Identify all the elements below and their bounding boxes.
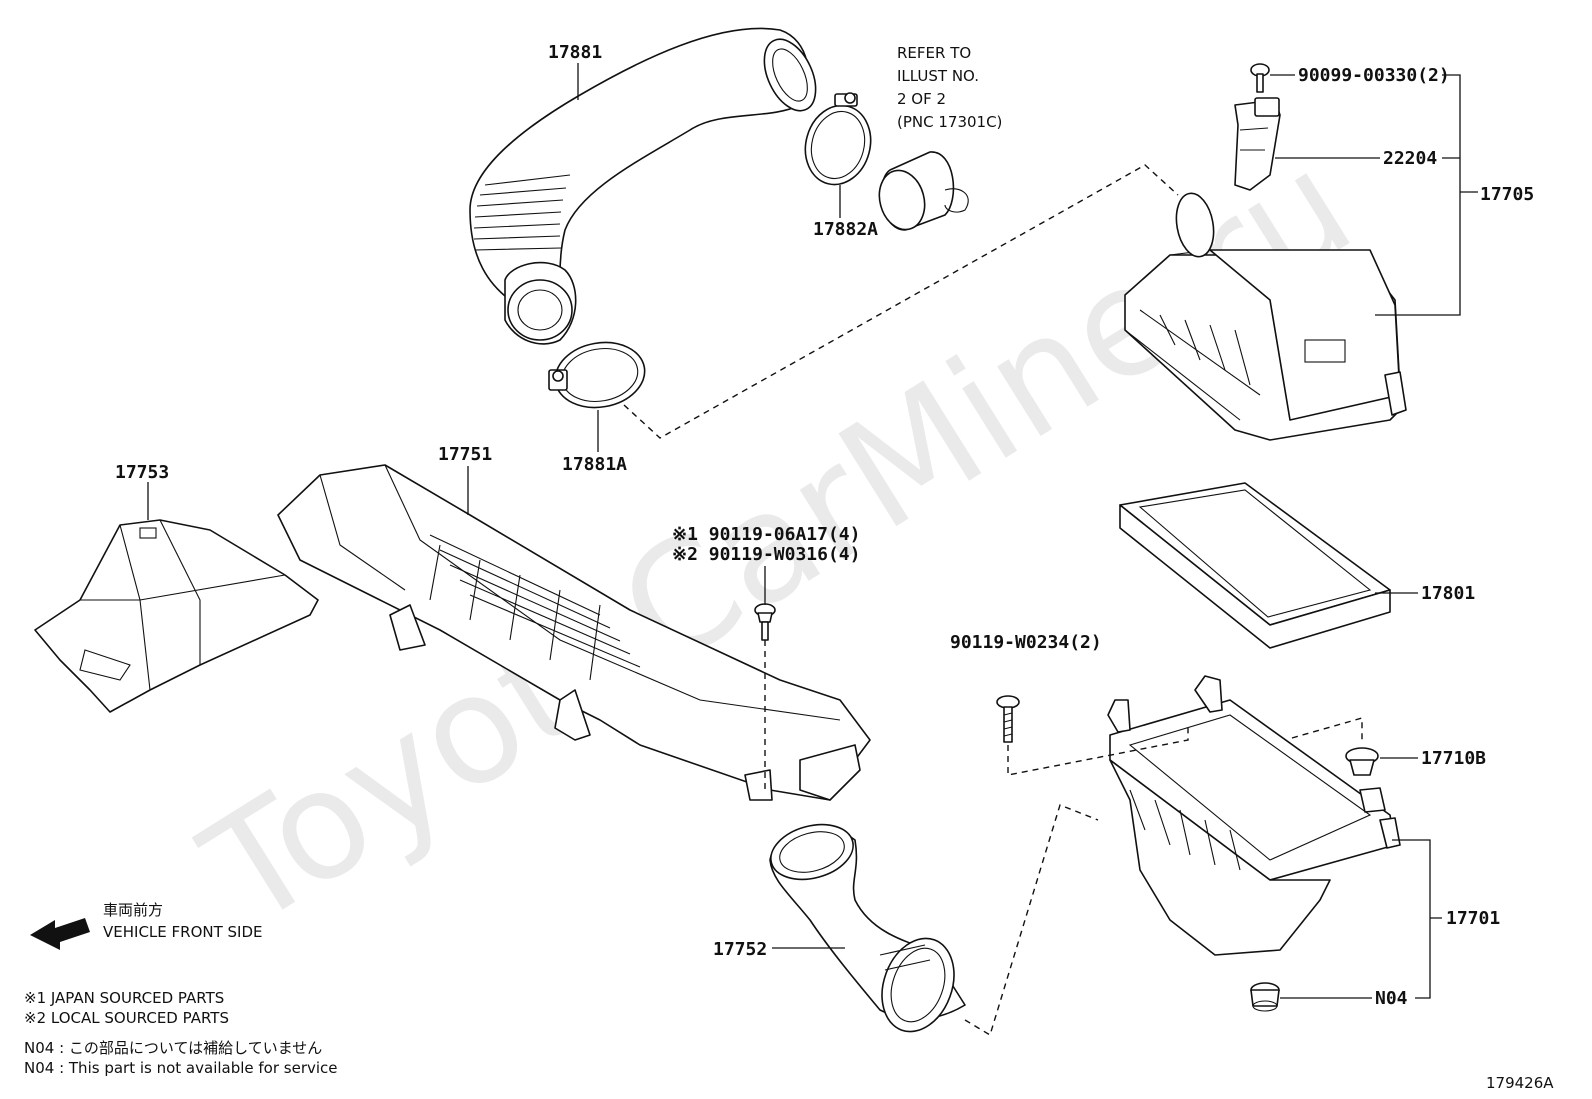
refer-note-line-4: (PNC 17301C) (897, 113, 1002, 131)
screw-90099-00330 (1250, 63, 1270, 93)
callout-17751: 17751 (438, 444, 492, 465)
connect-17881a-to-cap (623, 164, 1179, 439)
refer-note-line-3: 2 OF 2 (897, 90, 946, 108)
callout-17752: 17752 (713, 939, 767, 960)
hose-sleeve-17301c (878, 151, 969, 231)
callout-bolt-jp: ※1 90119-06A17(4) (672, 524, 860, 545)
callout-17881: 17881 (548, 42, 602, 63)
callout-17881a: 17881A (562, 454, 627, 475)
direction-label-jp: 車両前方 (103, 901, 163, 919)
callout-17705: 17705 (1480, 184, 1534, 205)
connect-bolt-to-case (1007, 725, 1189, 776)
legend-n04-en: N04 : This part is not available for ser… (24, 1059, 338, 1077)
refer-note-line-1: REFER TO (897, 44, 971, 62)
callout-17882a: 17882A (813, 219, 878, 240)
front-direction-arrow-icon (30, 918, 90, 950)
callout-22204: 22204 (1383, 148, 1437, 169)
callout-17701: 17701 (1446, 908, 1500, 929)
leader-17701-bracket (1392, 839, 1442, 999)
callout-90099-00330: 90099-00330(2) (1298, 65, 1450, 86)
legend-japan-sourced: ※1 JAPAN SOURCED PARTS (24, 989, 224, 1007)
filter-element-17801 (1119, 482, 1391, 649)
illustration-id: 179426A (1486, 1074, 1554, 1092)
grommet-n04 (1250, 982, 1280, 1012)
legend-n04-jp: N04 : この部品については補給していません (24, 1039, 322, 1057)
callout-17753: 17753 (115, 462, 169, 483)
bolt-90119-w0234 (996, 695, 1020, 743)
legend-local-sourced: ※2 LOCAL SOURCED PARTS (24, 1009, 229, 1027)
air-cleaner-cap-17705 (1124, 192, 1407, 441)
intake-duct-17751 (277, 464, 871, 801)
hose-clamp-17881A (548, 341, 646, 409)
refer-note-line-2: ILLUST NO. (897, 67, 979, 85)
direction-label-en: VEHICLE FRONT SIDE (103, 923, 263, 941)
grommet-17710B (1345, 747, 1379, 776)
inlet-duct-17753 (34, 519, 319, 713)
callout-90119-w0234: 90119-W0234(2) (950, 632, 1102, 653)
intake-hose-17881 (469, 27, 817, 345)
leader-17705-bracket (1375, 74, 1478, 316)
callout-17801: 17801 (1421, 583, 1475, 604)
callout-bolt-local: ※2 90119-W0316(4) (672, 544, 860, 565)
hose-clamp-17882A (804, 92, 872, 186)
elbow-hose-17752 (769, 823, 966, 1033)
callout-n04: N04 (1375, 988, 1408, 1009)
air-cleaner-case-17701 (1107, 675, 1401, 956)
connect-grommet-to-case (1291, 717, 1363, 740)
callout-17710b: 17710B (1421, 748, 1486, 769)
connect-17752-to-case (964, 804, 1099, 1037)
maf-sensor-22204 (1234, 97, 1281, 191)
